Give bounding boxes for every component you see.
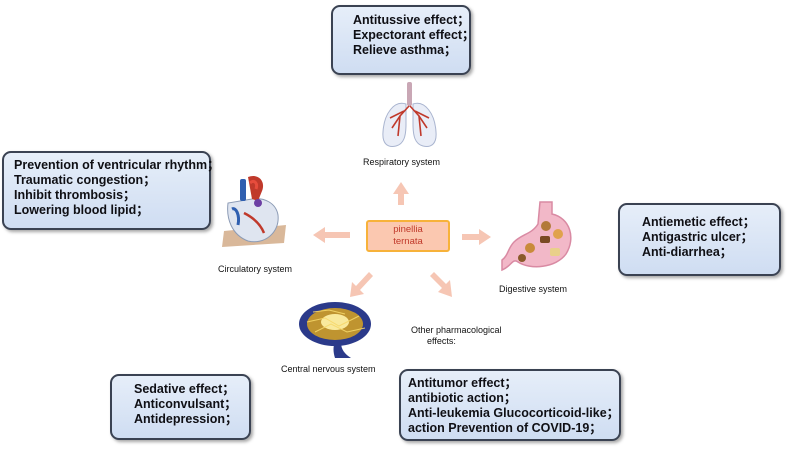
arrow-down-right	[430, 272, 452, 297]
arrow-down-left	[350, 272, 373, 297]
heart-icon	[222, 175, 286, 247]
digestive-effects-box: Antiemetic effect； Antigastric ulcer； An…	[618, 203, 781, 276]
nervous-effect-2: Anticonvulsant；	[134, 397, 237, 411]
nervous-system-label: Central nervous system	[281, 364, 376, 374]
other-effect-1: Antitumor effect；	[408, 376, 518, 390]
lungs-icon	[382, 82, 437, 147]
nervous-effect-1: Sedative effect；	[134, 382, 235, 396]
other-effects-label: Other pharmacological effects:	[411, 325, 502, 347]
respiratory-effect-3: Relieve asthma；	[353, 43, 457, 57]
center-label-line1: pinellia	[393, 224, 423, 235]
other-effect-2: antibiotic action；	[408, 391, 517, 405]
respiratory-system-label: Respiratory system	[363, 157, 441, 167]
digestive-system-label: Digestive system	[499, 284, 568, 294]
nervous-effects-box: Sedative effect； Anticonvulsant； Antidep…	[110, 374, 251, 440]
center-label-line2: ternata	[393, 236, 423, 247]
circulatory-effect-1: Prevention of ventricular rhythm；	[14, 158, 220, 172]
stomach-icon	[501, 201, 572, 272]
digestive-effect-3: Anti-diarrhea；	[642, 245, 733, 259]
digestive-effect-1: Antiemetic effect；	[642, 215, 756, 229]
other-effect-4: action Prevention of COVID-19；	[408, 421, 602, 435]
brain-icon	[299, 302, 371, 358]
respiratory-effect-2: Expectorant effect；	[353, 28, 475, 42]
respiratory-effects-box: Antitussive effect； Expectorant effect； …	[331, 5, 475, 75]
other-effects-label-line2: effects:	[427, 336, 456, 346]
circulatory-effects-box: Prevention of ventricular rhythm； Trauma…	[2, 151, 220, 230]
other-effect-3: Anti-leukemia Glucocorticoid-like；	[408, 406, 620, 420]
arrow-left	[313, 227, 350, 243]
arrow-right	[462, 229, 491, 245]
other-effects-box: Antitumor effect； antibiotic action； Ant…	[399, 369, 621, 441]
digestive-effect-2: Antigastric ulcer；	[642, 230, 754, 244]
circulatory-effect-2: Traumatic congestion；	[14, 173, 156, 187]
circulatory-effect-4: Lowering blood lipid；	[14, 203, 149, 217]
circulatory-system-label: Circulatory system	[218, 264, 293, 274]
nervous-effect-3: Antidepression；	[134, 412, 238, 426]
other-effects-label-line1: Other pharmacological	[411, 325, 502, 335]
circulatory-effect-3: Inhibit thrombosis；	[14, 188, 136, 202]
arrow-up	[393, 182, 409, 205]
respiratory-effect-1: Antitussive effect；	[353, 13, 470, 27]
pinellia-ternata-node: pinellia ternata	[366, 220, 450, 252]
